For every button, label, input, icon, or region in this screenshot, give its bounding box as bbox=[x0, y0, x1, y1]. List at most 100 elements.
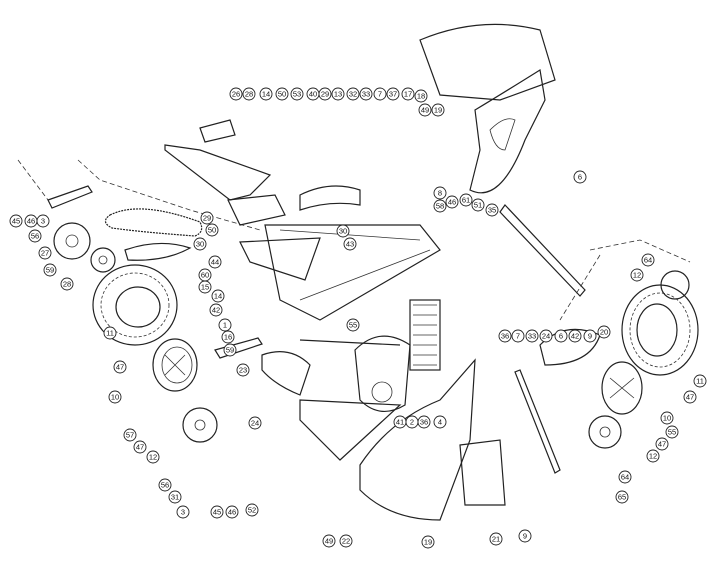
callout-circle bbox=[346, 87, 360, 101]
callout-number: 30 bbox=[339, 227, 347, 236]
callout-circle bbox=[414, 89, 428, 103]
callout-number: 10 bbox=[111, 393, 119, 402]
callout-circle bbox=[498, 329, 512, 343]
part-callout-44: 44 bbox=[208, 255, 222, 269]
callout-number: 57 bbox=[126, 431, 134, 440]
part-callout-42: 42 bbox=[568, 329, 582, 343]
callout-circle bbox=[123, 428, 137, 442]
callout-circle bbox=[433, 415, 447, 429]
part-callout-40: 40 bbox=[306, 87, 320, 101]
callout-number: 59 bbox=[226, 346, 234, 355]
part-callout-21: 21 bbox=[489, 532, 503, 546]
part-callout-9: 9 bbox=[583, 329, 597, 343]
part-callout-36: 36 bbox=[417, 415, 431, 429]
exhaust bbox=[261, 351, 311, 396]
part-callout-4: 4 bbox=[433, 415, 447, 429]
callout-circle bbox=[336, 224, 350, 238]
part-callout-1: 1 bbox=[218, 318, 232, 332]
callout-circle bbox=[225, 505, 239, 519]
callout-number: 16 bbox=[224, 333, 232, 342]
callout-circle bbox=[200, 211, 214, 225]
part-callout-17: 17 bbox=[401, 87, 415, 101]
callout-circle bbox=[485, 203, 499, 217]
callout-number: 55 bbox=[668, 428, 676, 437]
callout-circle bbox=[236, 363, 250, 377]
part-callout-16: 16 bbox=[221, 330, 235, 344]
part-callout-6: 6 bbox=[573, 170, 587, 184]
callout-number: 9 bbox=[523, 532, 527, 541]
part-callout-60: 60 bbox=[198, 268, 212, 282]
callout-circle bbox=[339, 534, 353, 548]
part-callout-29: 29 bbox=[318, 87, 332, 101]
callout-circle bbox=[331, 87, 345, 101]
callout-number: 64 bbox=[621, 473, 629, 482]
part-callout-30: 30 bbox=[193, 237, 207, 251]
callout-circle bbox=[223, 343, 237, 357]
callout-number: 2 bbox=[410, 418, 414, 427]
callout-number: 42 bbox=[212, 306, 220, 315]
part-callout-53: 53 bbox=[290, 87, 304, 101]
callout-number: 24 bbox=[251, 419, 259, 428]
part-callout-10: 10 bbox=[108, 390, 122, 404]
callout-number: 19 bbox=[434, 106, 442, 115]
callout-circle bbox=[417, 415, 431, 429]
part-callout-33: 33 bbox=[359, 87, 373, 101]
callout-circle bbox=[646, 449, 660, 463]
engine bbox=[299, 335, 411, 412]
callout-circle bbox=[597, 325, 611, 339]
callout-number: 28 bbox=[245, 90, 253, 99]
callout-number: 36 bbox=[501, 332, 509, 341]
callout-circle bbox=[210, 505, 224, 519]
callout-number: 30 bbox=[196, 240, 204, 249]
callout-number: 10 bbox=[663, 414, 671, 423]
callout-number: 49 bbox=[325, 537, 333, 546]
callout-number: 61 bbox=[462, 196, 470, 205]
part-callout-64: 64 bbox=[618, 470, 632, 484]
callout-circle bbox=[158, 478, 172, 492]
callout-circle bbox=[615, 490, 629, 504]
part-callout-14: 14 bbox=[259, 87, 273, 101]
callout-number: 29 bbox=[321, 90, 329, 99]
part-callout-22: 22 bbox=[339, 534, 353, 548]
part-callout-8: 8 bbox=[433, 186, 447, 200]
callout-circle bbox=[193, 237, 207, 251]
callout-number: 41 bbox=[396, 418, 404, 427]
callout-circle bbox=[248, 416, 262, 430]
callout-number: 50 bbox=[278, 90, 286, 99]
callout-number: 14 bbox=[262, 90, 270, 99]
part-callout-24: 24 bbox=[248, 416, 262, 430]
callout-number: 47 bbox=[116, 363, 124, 372]
part-callout-46: 46 bbox=[24, 214, 38, 228]
callout-circle bbox=[489, 532, 503, 546]
part-callout-12: 12 bbox=[146, 450, 160, 464]
callout-circle bbox=[386, 87, 400, 101]
callout-number: 12 bbox=[633, 271, 641, 280]
callout-circle bbox=[208, 255, 222, 269]
callout-number: 21 bbox=[492, 535, 500, 544]
callout-circle bbox=[359, 87, 373, 101]
main-frame bbox=[264, 185, 441, 321]
tail-section bbox=[164, 119, 321, 281]
callout-number: 52 bbox=[248, 506, 256, 515]
callout-number: 58 bbox=[436, 202, 444, 211]
callout-circle bbox=[221, 330, 235, 344]
part-callout-59: 59 bbox=[223, 343, 237, 357]
callout-circle bbox=[433, 186, 447, 200]
callout-circle bbox=[245, 503, 259, 517]
callout-number: 14 bbox=[214, 292, 222, 301]
part-callout-50: 50 bbox=[205, 223, 219, 237]
callout-number: 31 bbox=[171, 493, 179, 502]
callout-number: 12 bbox=[649, 452, 657, 461]
front-wheel-rim bbox=[588, 270, 690, 449]
callout-circle bbox=[445, 195, 459, 209]
part-callout-61: 61 bbox=[459, 193, 473, 207]
part-callout-36: 36 bbox=[498, 329, 512, 343]
part-callout-37: 37 bbox=[386, 87, 400, 101]
part-callout-27: 27 bbox=[38, 246, 52, 260]
callout-circle bbox=[418, 103, 432, 117]
callout-circle bbox=[322, 534, 336, 548]
rear-tire bbox=[92, 264, 178, 346]
callout-number: 33 bbox=[362, 90, 370, 99]
part-callout-35: 35 bbox=[485, 203, 499, 217]
callout-circle bbox=[38, 246, 52, 260]
